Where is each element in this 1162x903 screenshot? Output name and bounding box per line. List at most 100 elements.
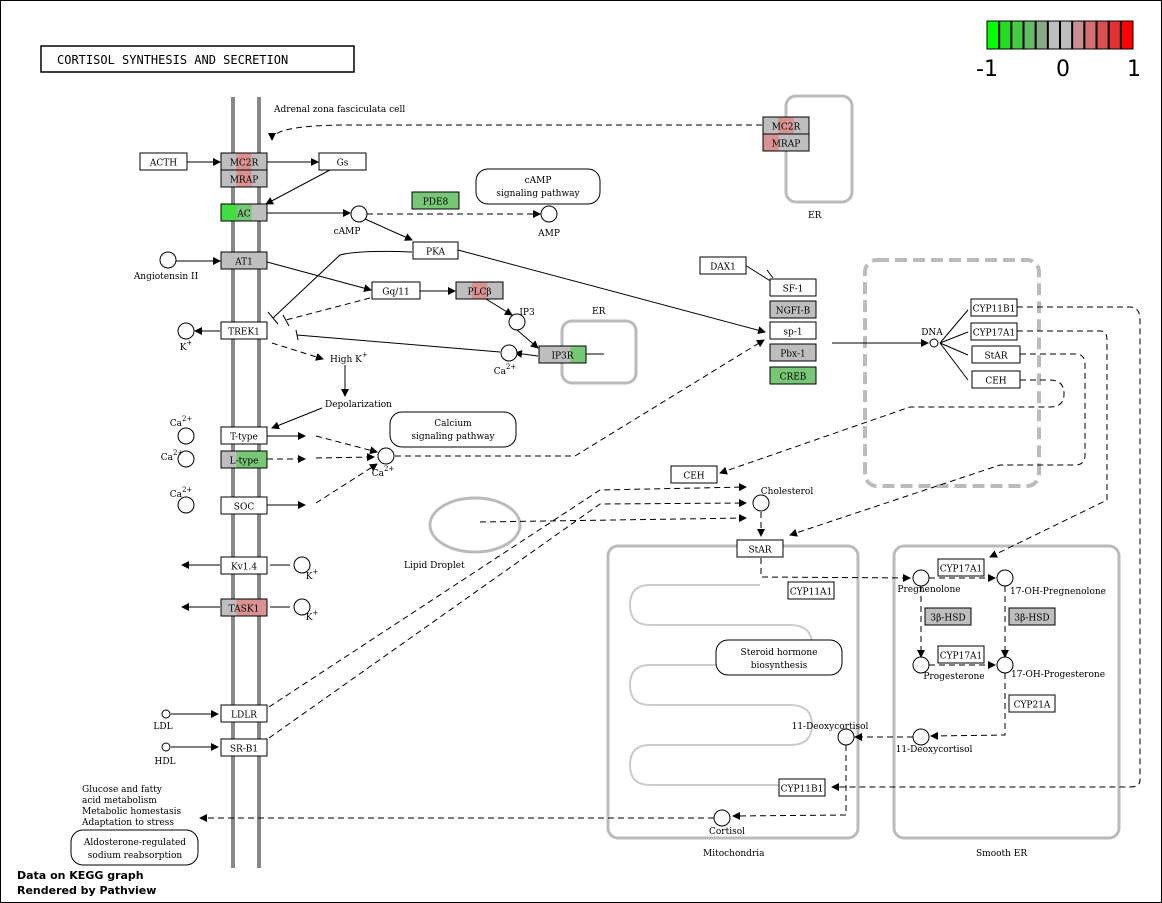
compound-prog[interactable]: Progesterone [912, 656, 985, 682]
gene-node-mc2r-er[interactable]: MC2R [762, 116, 810, 135]
gene-node-ngfib[interactable]: NGFI-B [769, 300, 817, 319]
lipid-droplet-label: Lipid Droplet [404, 561, 465, 571]
gene-node-ldlr[interactable]: LDLR [220, 704, 268, 723]
gene-label: CYP11A1 [790, 588, 833, 598]
gene-node-star[interactable]: StAR [736, 539, 784, 558]
steroid-pathway-label-1: Steroid hormone [741, 648, 818, 658]
gene-label: TASK1 [229, 605, 260, 615]
gene-node-star-n[interactable]: StAR [971, 345, 1021, 364]
compound-ca2[interactable]: Ca2+ [170, 415, 195, 445]
gene-node-ceh[interactable]: CEH [670, 465, 718, 484]
compound-ohpreg[interactable]: 17-OH-Pregnenolone [996, 569, 1106, 597]
compound-ldl[interactable]: LDL [153, 709, 173, 732]
cell-label: Adrenal zona fasciculata cell [273, 105, 405, 115]
color-scale-legend [986, 20, 1134, 50]
gene-node-srb1[interactable]: SR-B1 [220, 738, 268, 757]
gene-node-mc2r[interactable]: MC2R [220, 152, 268, 171]
gene-node-pka[interactable]: PKA [412, 241, 459, 260]
gene-node-gs[interactable]: Gs [318, 152, 367, 171]
gene-node-ceh-n[interactable]: CEH [971, 370, 1021, 389]
compound-dna[interactable]: DNA [921, 328, 943, 348]
gene-node-kv14[interactable]: Kv1.4 [220, 556, 268, 575]
gene-label: MC2R [772, 123, 801, 133]
compound-amp[interactable]: AMP [537, 205, 560, 239]
gene-node-pde8[interactable]: PDE8 [411, 191, 460, 210]
pathway-title: CORTISOL SYNTHESIS AND SECRETION [40, 45, 355, 73]
gene-label: LDLR [231, 711, 257, 721]
gene-node-gq11[interactable]: Gq/11 [371, 281, 421, 300]
gene-node-soc[interactable]: SOC [220, 496, 268, 515]
compound-ca3[interactable]: Ca2+ [161, 449, 195, 468]
legend-swatch [1120, 21, 1134, 49]
mitochondria-compartment [606, 544, 860, 840]
compound-dm[interactable]: 11-Deoxycortisol [792, 722, 869, 746]
smooth-er-label: Smooth ER [976, 849, 1027, 859]
compound-angII[interactable]: Angiotensin II [133, 251, 199, 282]
compound-preg[interactable]: Pregnenolone [897, 569, 961, 595]
gene-label: StAR [748, 546, 771, 556]
steroid-pathway-box[interactable]: Steroid hormone biosynthesis [715, 639, 843, 676]
gene-label: T-type [230, 433, 258, 443]
compound-ip3[interactable]: IP3 [508, 308, 535, 331]
camp-pathway-box[interactable]: cAMP signaling pathway [475, 168, 601, 205]
gene-node-acth[interactable]: ACTH [139, 152, 188, 171]
gene-node-dax1[interactable]: DAX1 [699, 256, 747, 275]
compound-label: 11-Deoxycortisol [792, 722, 869, 732]
gene-node-cyp11a1[interactable]: CYP11A1 [787, 581, 835, 600]
compound-k1[interactable]: K+ [177, 322, 195, 353]
gene-node-creb[interactable]: CREB [769, 366, 817, 385]
gene-node-ip3r[interactable]: IP3R [538, 345, 587, 364]
er-mid-label: ER [592, 307, 606, 317]
compound-cort[interactable]: Cortisol [709, 809, 745, 837]
compound-hdl[interactable]: HDL [154, 742, 176, 767]
gene-node-ltype[interactable]: L-type [220, 450, 268, 469]
er-top-label: ER [808, 211, 822, 221]
compound-k2[interactable]: K+ [293, 556, 318, 582]
gene-label: TREK1 [228, 328, 260, 338]
compound-ca1[interactable]: Ca2+ [494, 344, 518, 377]
gene-node-pbx1[interactable]: Pbx-1 [769, 343, 817, 362]
compound-chol[interactable]: Cholesterol [752, 487, 813, 512]
compound-highk[interactable]: High K+ [330, 351, 368, 365]
gene-node-cyp21a[interactable]: CYP21A [1008, 694, 1056, 713]
compound-ohprog[interactable]: 17-OH-Progesterone [996, 656, 1105, 680]
gene-node-hsd-a[interactable]: 3β-HSD [924, 607, 972, 626]
gene-node-mrap-er[interactable]: MRAP [762, 133, 810, 152]
gene-node-plcb[interactable]: PLCβ [455, 281, 504, 300]
legend-swatch [1096, 21, 1110, 49]
gene-label: CYP11B1 [781, 785, 824, 795]
legend-swatch [1035, 21, 1049, 49]
gene-node-at1[interactable]: AT1 [220, 251, 268, 270]
legend-swatch [1047, 21, 1061, 49]
gene-node-hsd-b[interactable]: 3β-HSD [1008, 607, 1056, 626]
gene-node-task1[interactable]: TASK1 [220, 598, 268, 617]
compound-ca5[interactable]: Ca2+ [170, 486, 195, 514]
gene-node-trek1[interactable]: TREK1 [220, 321, 268, 340]
gene-node-ttype[interactable]: T-type [220, 426, 268, 445]
gene-node-cyp17a1-a[interactable]: CYP17A1 [937, 558, 985, 577]
compound-ca4[interactable]: Ca2+ [372, 447, 395, 479]
legend-swatch [1084, 21, 1097, 49]
gene-label: PKA [426, 248, 445, 258]
gene-label: CREB [780, 373, 807, 383]
gene-label: NGFI-B [776, 307, 811, 317]
compound-dr[interactable]: 11-Deoxycortisol [896, 728, 973, 755]
gene-node-sp1[interactable]: sp-1 [769, 321, 817, 340]
compound-depol[interactable]: Depolarization [325, 400, 392, 410]
gene-label: sp-1 [783, 328, 802, 338]
compound-k3[interactable]: K+ [293, 598, 318, 623]
gene-node-cyp11b1-n[interactable]: CYP11B1 [970, 298, 1018, 317]
aldosterone-pathway-box[interactable]: Aldosterone-regulated sodium reabsorptio… [70, 829, 199, 866]
gene-node-ac[interactable]: AC [220, 203, 268, 222]
gene-node-cyp17a1-n[interactable]: CYP17A1 [970, 322, 1018, 341]
compound-camp[interactable]: cAMP [334, 205, 368, 237]
legend-min-label: -1 [976, 57, 998, 82]
gene-node-sf1[interactable]: SF-1 [769, 278, 817, 297]
gene-node-cyp11b1[interactable]: CYP11B1 [778, 778, 826, 797]
calcium-pathway-box[interactable]: Calcium signaling pathway [389, 411, 517, 448]
gene-label: MRAP [772, 140, 801, 150]
gene-node-mrap[interactable]: MRAP [220, 169, 268, 188]
gene-node-cyp17a1-b[interactable]: CYP17A1 [937, 645, 985, 664]
